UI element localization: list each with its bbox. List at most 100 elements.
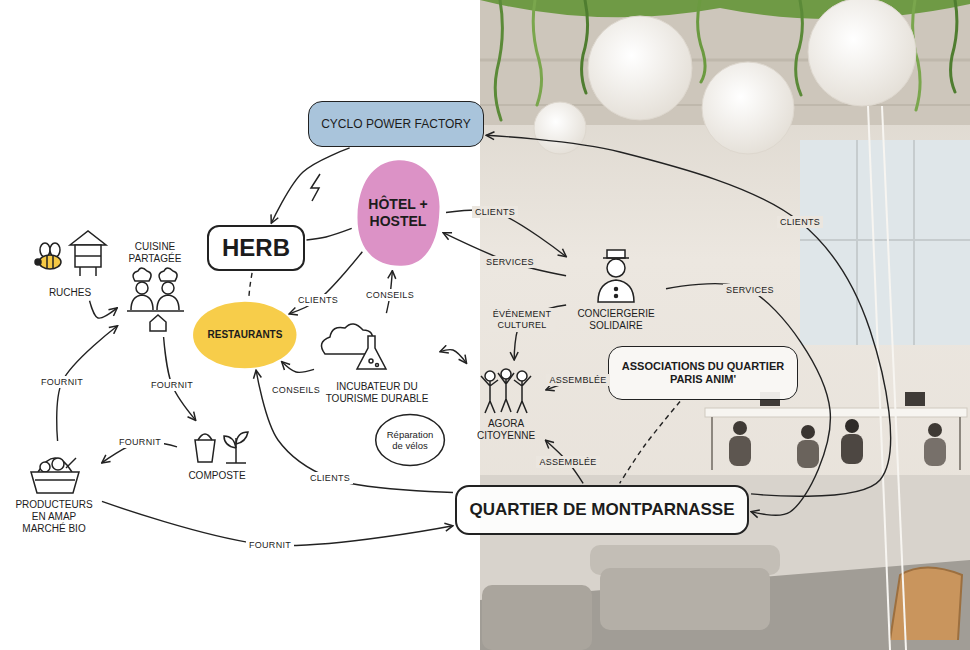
- dashed-link: [249, 273, 252, 299]
- lightning-symbol: [311, 174, 320, 201]
- flow-arrow: [90, 301, 118, 318]
- people-silhouettes: [729, 436, 751, 466]
- flow-arrow: [443, 233, 566, 276]
- coworking-photo: [480, 0, 970, 650]
- people-silhouettes: [729, 419, 946, 468]
- edge-label: FOURNIT: [38, 376, 86, 389]
- restaurant-circle-shape: [193, 302, 296, 369]
- basket-icon: [31, 458, 79, 493]
- beehive-node: RUCHES: [30, 223, 110, 299]
- chefs-icon: [150, 315, 166, 331]
- node-text: PRODUCTEURS EN AMAP MARCHÉ BIO: [13, 499, 95, 535]
- globe-lamps: [588, 16, 692, 120]
- hotel-blob-shape: [357, 160, 439, 265]
- node-text: RUCHES: [49, 287, 91, 299]
- people-silhouettes: [928, 423, 942, 437]
- citizens-icon: [514, 376, 531, 413]
- basket-icon: [66, 458, 76, 468]
- basket-icon: [35, 479, 75, 481]
- globe-lamps: [808, 0, 916, 106]
- incubator-node: INCUBATEUR DU TOURISME DURABLE: [316, 315, 438, 405]
- node-text: ASSOCIATIONS DU QUARTIER PARIS ANIM': [619, 360, 787, 386]
- district-box: QUARTIER DE MONTPARNASSE: [455, 485, 749, 535]
- work-tables: [959, 417, 961, 470]
- cloud-flask-icon: [376, 364, 379, 367]
- agora-node: AGORA CITOYENNE: [468, 362, 544, 442]
- bellhop-icon: [598, 250, 634, 302]
- bee-icon: [35, 243, 61, 269]
- beehive-icon: [79, 267, 81, 276]
- edge-label: ASSEMBLÉE: [536, 456, 599, 469]
- coworking-photo: [856, 140, 858, 345]
- compost-icon: [195, 432, 248, 463]
- node-text: HÔTEL + HOSTEL: [362, 196, 434, 230]
- work-tables: [705, 392, 967, 470]
- edge-label: CLIENTS: [777, 216, 823, 229]
- cloud-flask-icon: [357, 336, 386, 369]
- hanging-plants: [796, 0, 803, 95]
- bellhop-icon: [615, 295, 618, 298]
- flow-arrow: [282, 362, 314, 373]
- basket-icon: [52, 458, 64, 470]
- beehive-icon: [70, 231, 106, 245]
- coworking-photo: [800, 239, 970, 241]
- restaurant-circle: RESTAURANTS: [192, 301, 298, 369]
- node-text: CYCLO POWER FACTORY: [321, 117, 471, 131]
- people-silhouettes: [924, 438, 946, 466]
- edge-label: FOURNIT: [148, 379, 196, 392]
- concierge-node: CONCIERGERIE SOLIDAIRE: [568, 244, 664, 332]
- globe-lamps: [534, 102, 586, 154]
- chefs-icon: [127, 268, 184, 331]
- bee-icon: [46, 256, 48, 269]
- citizens-icon: [501, 369, 511, 379]
- people-silhouettes: [733, 421, 747, 435]
- compost-icon: [236, 432, 248, 444]
- repair-circle-shape: [376, 415, 445, 466]
- energy-box: CYCLO POWER FACTORY: [308, 101, 485, 147]
- association-box: ASSOCIATIONS DU QUARTIER PARIS ANIM': [608, 346, 798, 400]
- node-text: INCUBATEUR DU TOURISME DURABLE: [316, 381, 438, 405]
- people-silhouettes: [797, 440, 819, 468]
- people-silhouettes: [801, 425, 815, 439]
- basket-icon: [38, 458, 72, 472]
- sofas: [890, 568, 962, 641]
- globe-lamps: [868, 106, 890, 650]
- repair-circle: Réparation de vélos: [375, 414, 445, 466]
- edge-label: ASSEMBLÉE: [546, 374, 609, 387]
- bellhop-icon: [598, 280, 634, 302]
- people-silhouettes: [845, 419, 859, 433]
- chefs-icon: [157, 295, 179, 310]
- bee-icon: [35, 259, 41, 265]
- energy-arrow: [271, 148, 349, 223]
- node-text: Réparation de vélos: [382, 429, 438, 452]
- cloud-flask-icon: [321, 324, 374, 354]
- compost-node: COMPOSTE: [179, 422, 255, 482]
- beehive-icon: [70, 231, 106, 276]
- lightning-symbol: [311, 174, 320, 201]
- people-silhouettes: [841, 434, 863, 464]
- globe-lamps: [534, 0, 916, 650]
- node-text: RESTAURANTS: [208, 329, 283, 341]
- beehive-icon: [75, 255, 101, 257]
- edge-label: SERVICES: [723, 284, 777, 297]
- node-text: CUISINE PARTAGÉE: [120, 241, 190, 265]
- sofas: [600, 568, 770, 630]
- sofas: [482, 585, 592, 650]
- node-text: QUARTIER DE MONTPARNASSE: [469, 500, 734, 520]
- edge-label: CLIENTS: [295, 294, 341, 307]
- compost-icon: [226, 462, 246, 464]
- hanging-plants: [698, 0, 705, 82]
- chefs-icon: [133, 268, 151, 281]
- bellhop-icon: [607, 250, 625, 258]
- edge-label: FOURNIT: [246, 539, 294, 552]
- node-text: COMPOSTE: [188, 470, 245, 482]
- flow-arrow: [256, 370, 453, 492]
- chefs-icon: [131, 295, 153, 310]
- basket-icon: [40, 462, 50, 472]
- beehive-icon: [95, 267, 97, 276]
- edge-label: SERVICES: [483, 256, 537, 269]
- producer-node: PRODUCTEURS EN AMAP MARCHÉ BIO: [8, 443, 100, 535]
- bellhop-icon: [615, 288, 618, 291]
